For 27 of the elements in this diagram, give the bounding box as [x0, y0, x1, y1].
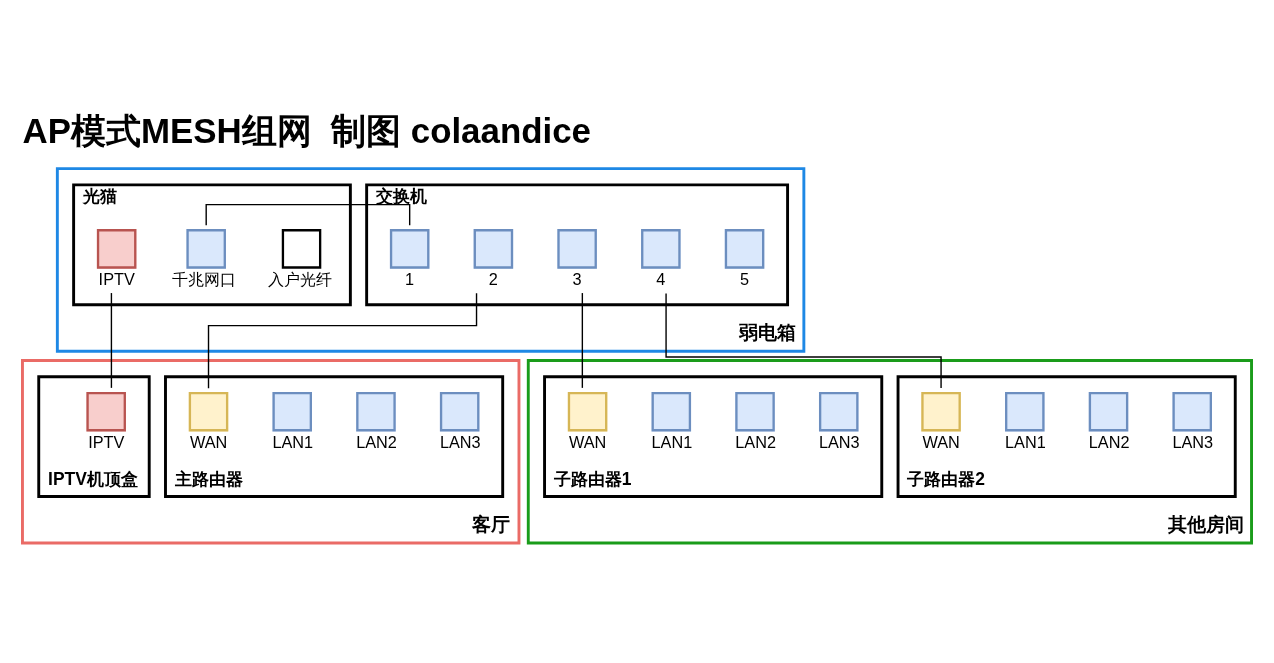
node-label: WAN [189, 432, 228, 451]
node-label: LAN3 [818, 432, 860, 451]
node-label: 1 [405, 269, 415, 288]
node-label: LAN2 [735, 432, 776, 451]
node-label: LAN3 [439, 432, 481, 451]
node-label: WAN [568, 432, 607, 451]
node-label: IPTV [98, 269, 135, 288]
node-label: 3 [572, 269, 582, 288]
node-label: IPTV [88, 432, 125, 451]
node-label: 千兆网口 [172, 269, 237, 288]
connector [205, 203, 411, 226]
diagram-title: AP模式MESH组网 制图 colaandice [22, 110, 592, 150]
node-label: LAN3 [1172, 432, 1214, 451]
node-label: 5 [739, 269, 749, 288]
connector [110, 291, 113, 389]
connector [665, 292, 942, 389]
node-label: WAN [922, 432, 960, 451]
node-label: LAN1 [272, 432, 314, 451]
node-label: LAN2 [356, 432, 397, 451]
node-label: LAN1 [1005, 432, 1046, 451]
connector [207, 292, 478, 389]
node-label: LAN1 [651, 432, 693, 451]
node-label: 4 [656, 269, 666, 288]
node-label: 入户光纤 [267, 269, 332, 288]
connector [581, 291, 584, 389]
node-label: LAN2 [1088, 432, 1130, 451]
node-label: 2 [488, 269, 498, 288]
